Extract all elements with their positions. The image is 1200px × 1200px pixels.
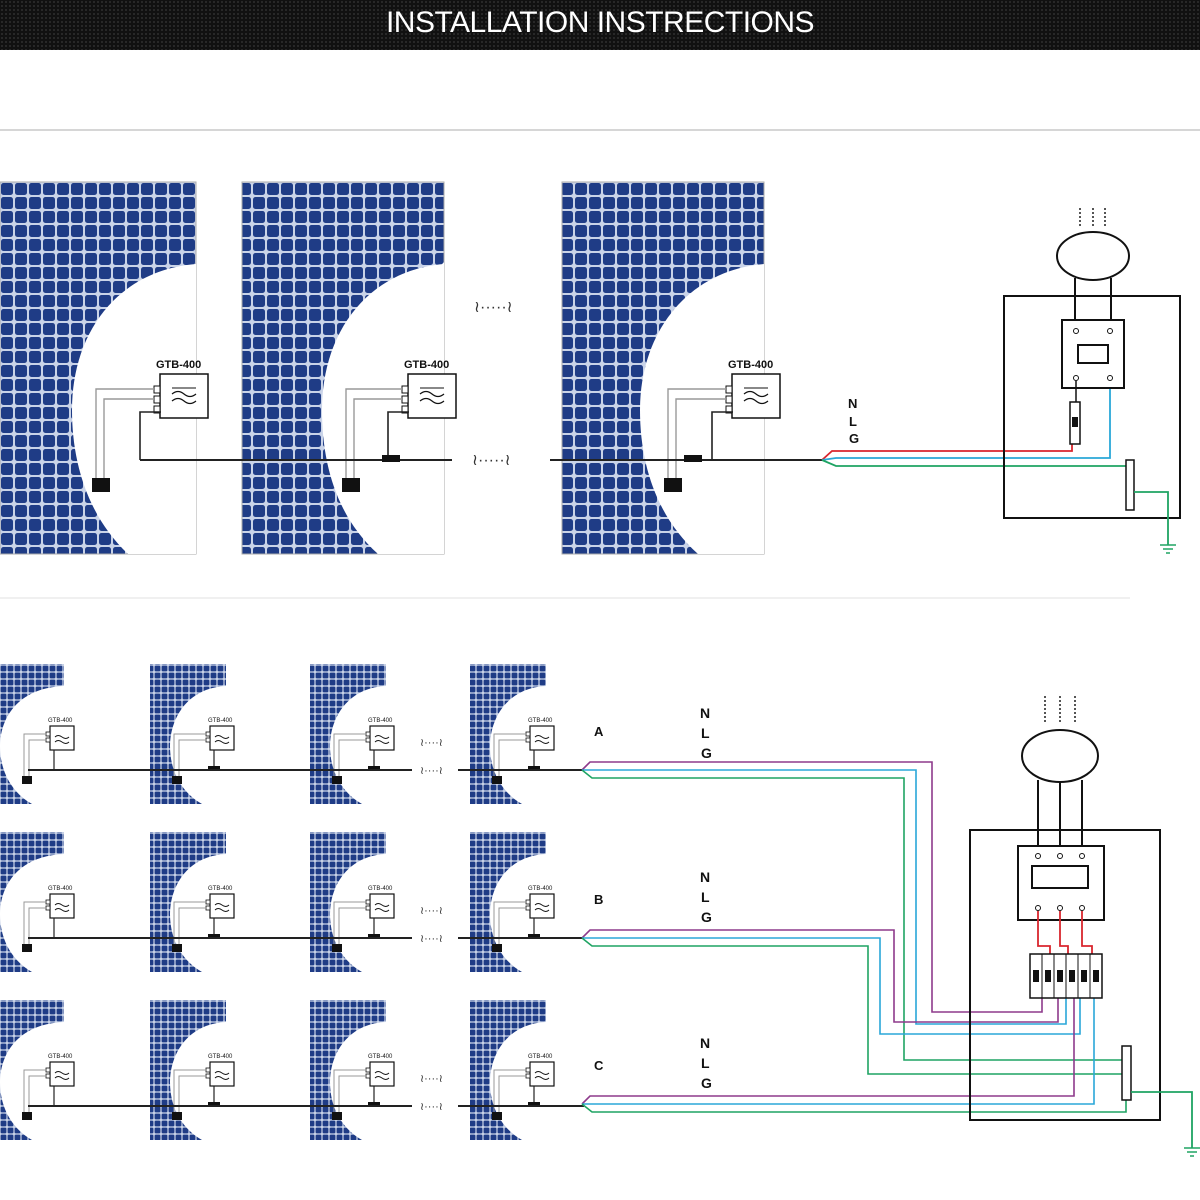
- micro-inverter: GTB-400: [22, 886, 75, 952]
- junction-box: [172, 776, 182, 784]
- micro-inverter: GTB-400: [332, 1054, 395, 1120]
- wire-g-phase-c: [581, 1088, 1127, 1113]
- micro-inverter: GTB-400: [22, 1054, 75, 1120]
- line-label-g: G: [701, 909, 712, 925]
- wire-g-phase-a: [581, 769, 1126, 1061]
- ground-bar: [1125, 459, 1135, 511]
- junction-box: [492, 944, 502, 952]
- inverter-label: GTB-400: [48, 1054, 73, 1060]
- ellipsis-mark: ≀····≀: [420, 905, 443, 917]
- distribution-box: [1003, 208, 1181, 554]
- wire-g: [821, 459, 1128, 467]
- junction-box: [664, 478, 682, 492]
- micro-inverter: GTB-400: [172, 1054, 235, 1120]
- line-label-l: L: [701, 1055, 710, 1071]
- inverter-label: GTB-400: [728, 359, 773, 371]
- ellipsis-mark: ≀····≀: [420, 765, 443, 777]
- junction-box: [332, 1112, 342, 1120]
- inverter-label: GTB-400: [404, 359, 449, 371]
- ellipsis-mark: ≀····≀: [420, 933, 443, 945]
- junction-box: [332, 944, 342, 952]
- wire-g-phase-b: [581, 937, 1126, 1075]
- junction-box: [172, 1112, 182, 1120]
- line-label-n: N: [700, 869, 710, 885]
- ellipsis-mark: ≀····≀: [420, 1073, 443, 1085]
- distribution-box: [969, 696, 1200, 1157]
- micro-inverter: GTB-400: [492, 718, 555, 784]
- inverter-label: GTB-400: [528, 718, 553, 724]
- junction-box: [22, 1112, 32, 1120]
- line-label-g: G: [701, 1075, 712, 1091]
- inverter-label: GTB-400: [156, 359, 201, 371]
- line-label-n: N: [848, 396, 857, 411]
- inverter-label: GTB-400: [528, 886, 553, 892]
- inverter-label: GTB-400: [528, 1054, 553, 1060]
- wire-n-phase-a: [582, 769, 1067, 1025]
- junction-box: [22, 776, 32, 784]
- line-label-l: L: [701, 725, 710, 741]
- header-bar: INSTALLATION INSTRECTIONS: [0, 0, 1200, 50]
- wire-l-phase-b: [581, 929, 1059, 1023]
- inverter-label: GTB-400: [48, 718, 73, 724]
- inverter-label: GTB-400: [368, 886, 393, 892]
- inverter-label: GTB-400: [208, 1054, 233, 1060]
- junction-box: [492, 1112, 502, 1120]
- ground-bar: [1121, 1045, 1132, 1101]
- junction-box: [92, 478, 110, 492]
- wire-n-phase-c: [582, 990, 1095, 1105]
- inverter-label: GTB-400: [368, 718, 393, 724]
- ellipsis-mark: ≀····≀: [420, 1101, 443, 1113]
- micro-inverter: GTB-400: [492, 886, 555, 952]
- electric-meter: [1061, 319, 1125, 389]
- junction-box: [342, 478, 360, 492]
- ground-icon: [1160, 544, 1176, 554]
- electric-meter: [1017, 845, 1105, 921]
- wire-n: [821, 380, 1111, 461]
- micro-inverter: GTB-400: [92, 359, 209, 492]
- inverter-label: GTB-400: [368, 1054, 393, 1060]
- ellipsis-mark: ≀····≀: [420, 737, 443, 749]
- phase-label-a: A: [594, 724, 604, 739]
- micro-inverter: GTB-400: [332, 886, 395, 952]
- micro-inverter: GTB-400: [492, 1054, 555, 1120]
- junction-box: [492, 776, 502, 784]
- micro-inverter: GTB-400: [332, 718, 395, 784]
- ellipsis-mark: ≀·····≀: [472, 452, 511, 469]
- junction-box: [332, 776, 342, 784]
- line-label-g: G: [849, 431, 859, 446]
- micro-inverter: GTB-400: [172, 886, 235, 952]
- page-title: INSTALLATION INSTRECTIONS: [385, 6, 815, 39]
- phase-label-b: B: [594, 892, 603, 907]
- micro-inverter: GTB-400: [22, 718, 75, 784]
- inverter-label: GTB-400: [208, 886, 233, 892]
- solar-panel: [470, 832, 546, 972]
- junction-box: [22, 944, 32, 952]
- wire-n-phase-b: [582, 937, 1081, 1035]
- micro-inverter: GTB-400: [664, 359, 781, 492]
- solar-panel: [310, 1000, 386, 1140]
- micro-inverter: GTB-400: [172, 718, 235, 784]
- inverter-label: GTB-400: [48, 886, 73, 892]
- wire-l-phase-c: [581, 990, 1075, 1105]
- junction-box: [172, 944, 182, 952]
- line-label-g: G: [701, 745, 712, 761]
- inverter-label: GTB-400: [208, 718, 233, 724]
- line-label-n: N: [700, 1035, 710, 1051]
- line-label-l: L: [701, 889, 710, 905]
- wire-l: [821, 444, 1073, 461]
- wire-l-phase-a: [581, 761, 1043, 1013]
- micro-inverter: GTB-400: [342, 359, 457, 492]
- line-label-l: L: [849, 414, 857, 429]
- ground-icon: [1184, 1147, 1200, 1157]
- ellipsis-mark: ≀·····≀: [474, 299, 513, 316]
- phase-label-c: C: [594, 1058, 604, 1073]
- line-label-n: N: [700, 705, 710, 721]
